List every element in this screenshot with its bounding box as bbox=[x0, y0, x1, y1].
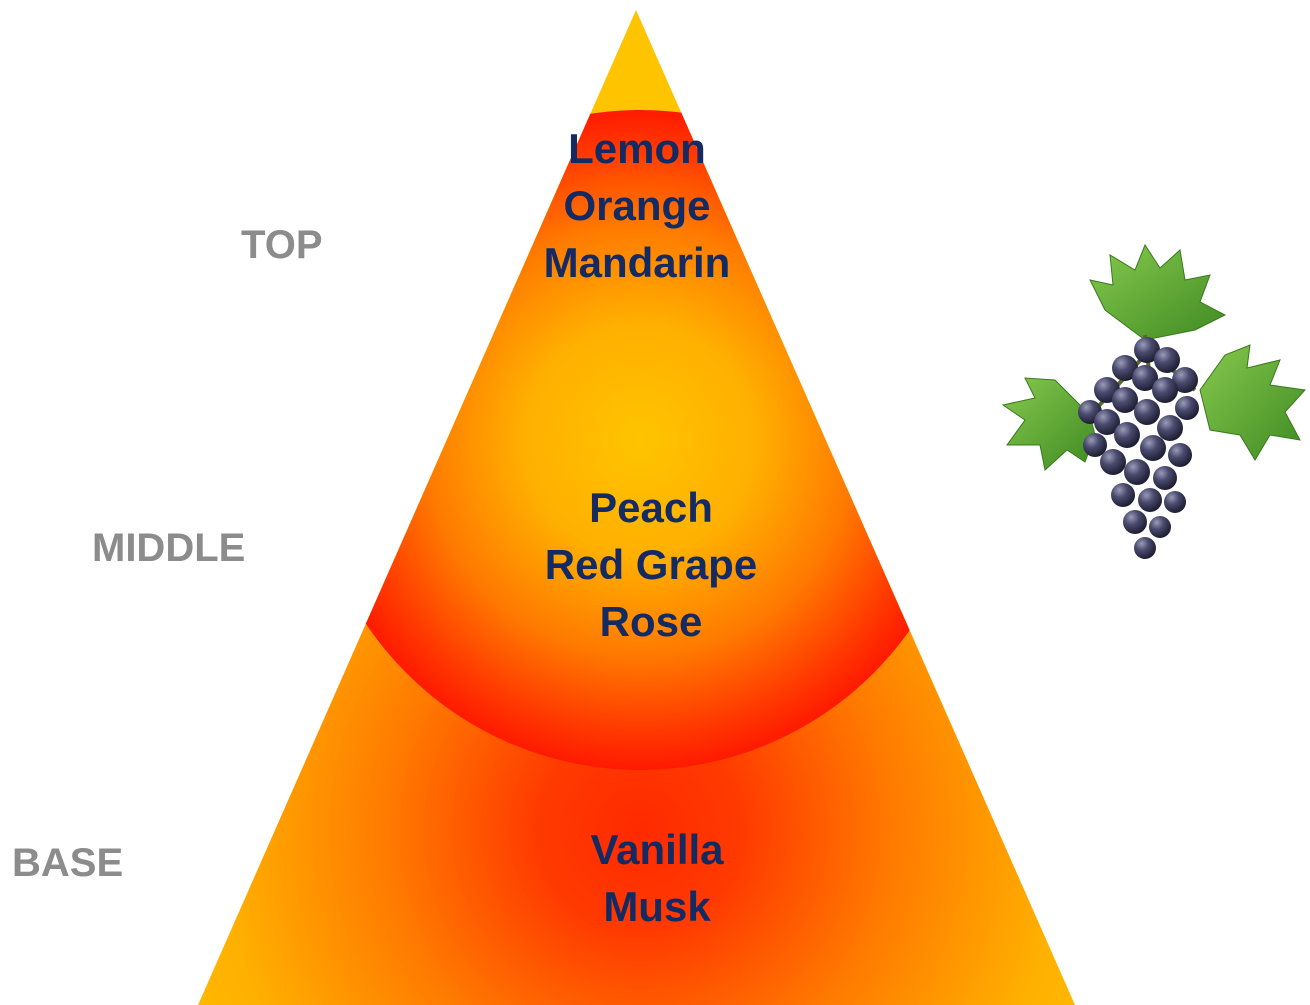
base-note: Musk bbox=[497, 878, 817, 935]
tier-label-top: TOP bbox=[241, 225, 323, 265]
grape-bunch-icon bbox=[995, 240, 1310, 570]
top-note: Lemon bbox=[477, 120, 797, 177]
grape-leaf-left bbox=[1003, 378, 1095, 470]
top-notes: Lemon Orange Mandarin bbox=[477, 120, 797, 291]
grape-berries bbox=[1078, 337, 1199, 559]
middle-note: Peach bbox=[491, 479, 811, 536]
middle-notes: Peach Red Grape Rose bbox=[491, 479, 811, 650]
middle-note: Red Grape bbox=[491, 536, 811, 593]
middle-note: Rose bbox=[491, 593, 811, 650]
base-note: Vanilla bbox=[497, 821, 817, 878]
top-note: Mandarin bbox=[477, 234, 797, 291]
tier-label-middle: MIDDLE bbox=[92, 528, 245, 568]
grape-leaf-right bbox=[1200, 345, 1305, 460]
top-note: Orange bbox=[477, 177, 797, 234]
base-notes: Vanilla Musk bbox=[497, 821, 817, 935]
tier-label-base: BASE bbox=[12, 843, 123, 883]
grape-leaf-top bbox=[1090, 245, 1225, 340]
